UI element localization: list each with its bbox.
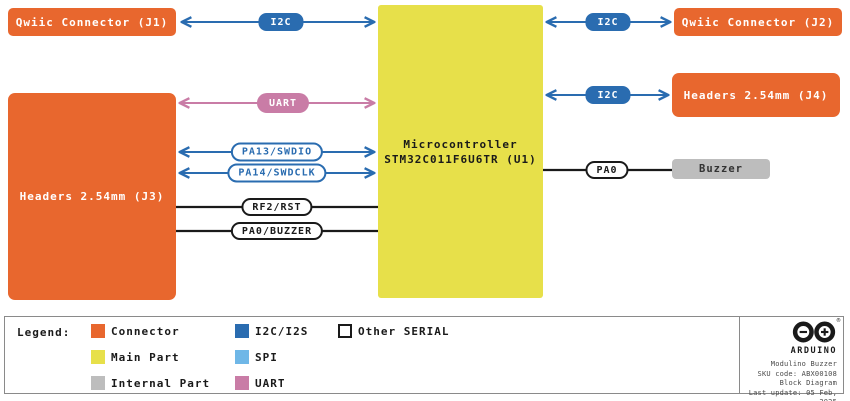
uart-swatch [235, 376, 249, 390]
legend-item-label: Main Part [111, 350, 180, 364]
legend-item-other-serial: Other SERIAL [338, 324, 449, 338]
mcu-title: Microcontroller [403, 137, 518, 151]
legend-item-i2c-i2s: I2C/I2S [235, 324, 308, 338]
legend-item-main-part: Main Part [91, 350, 180, 364]
legend-item-label: I2C/I2S [255, 324, 309, 338]
block-microcontroller: Microcontroller STM32C011F6U6TR (U1) [378, 5, 543, 298]
label-i2c-j4: I2C [585, 86, 631, 104]
legend-item-label: Other SERIAL [358, 324, 450, 338]
label-pa0-buzzer: PA0/BUZZER [230, 222, 324, 240]
i2c-i2s-swatch [235, 324, 249, 338]
label-pa14-swdclk: PA14/SWDCLK [227, 163, 327, 183]
block-qwiic-connector-j2: Qwiic Connector (J2) [674, 8, 842, 36]
legend-item-label: Internal Part [111, 376, 211, 390]
label-pa0: PA0 [585, 161, 629, 179]
registered-trademark: ® [836, 318, 841, 324]
label-i2c-j1: I2C [258, 13, 304, 31]
block-qwiic-connector-j1: Qwiic Connector (J1) [8, 8, 176, 36]
internal-part-swatch [91, 376, 105, 390]
legend-item-internal-part: Internal Part [91, 376, 210, 390]
spi-swatch [235, 350, 249, 364]
product-name: Modulino Buzzer [770, 360, 837, 368]
block-buzzer: Buzzer [672, 159, 770, 179]
legend-title: Legend: [17, 326, 71, 339]
legend: Legend: Connector Main Part Internal Par… [4, 316, 844, 401]
legend-item-label: SPI [255, 350, 278, 364]
block-headers-j4: Headers 2.54mm (J4) [672, 73, 840, 117]
arduino-logo: ® [791, 318, 841, 348]
label-uart: UART [256, 93, 310, 113]
legend-item-spi: SPI [235, 350, 278, 364]
arduino-infinity-icon [792, 321, 836, 343]
legend-item-connector: Connector [91, 324, 180, 338]
label-rf2-rst: RF2/RST [241, 198, 313, 216]
arduino-wordmark: ARDUINO [790, 346, 837, 356]
label-pa13-swdio: PA13/SWDIO [230, 142, 324, 162]
other-serial-swatch [338, 324, 352, 338]
title-block: ® ARDUINO Modulino Buzzer SKU code: ABX0… [739, 317, 844, 401]
block-headers-j3: Headers 2.54mm (J3) [8, 93, 176, 300]
label-i2c-j2: I2C [585, 13, 631, 31]
sku-code: SKU code: ABX00108 [757, 369, 837, 378]
connector-swatch [91, 324, 105, 338]
document-type: Block Diagram [779, 379, 837, 387]
last-update: Last update: 05 Feb, 2025 [748, 388, 837, 401]
legend-item-uart: UART [235, 376, 286, 390]
legend-item-label: UART [255, 376, 286, 390]
legend-item-label: Connector [111, 324, 180, 338]
main-part-swatch [91, 350, 105, 364]
mcu-part-number: STM32C011F6U6TR (U1) [384, 152, 537, 166]
